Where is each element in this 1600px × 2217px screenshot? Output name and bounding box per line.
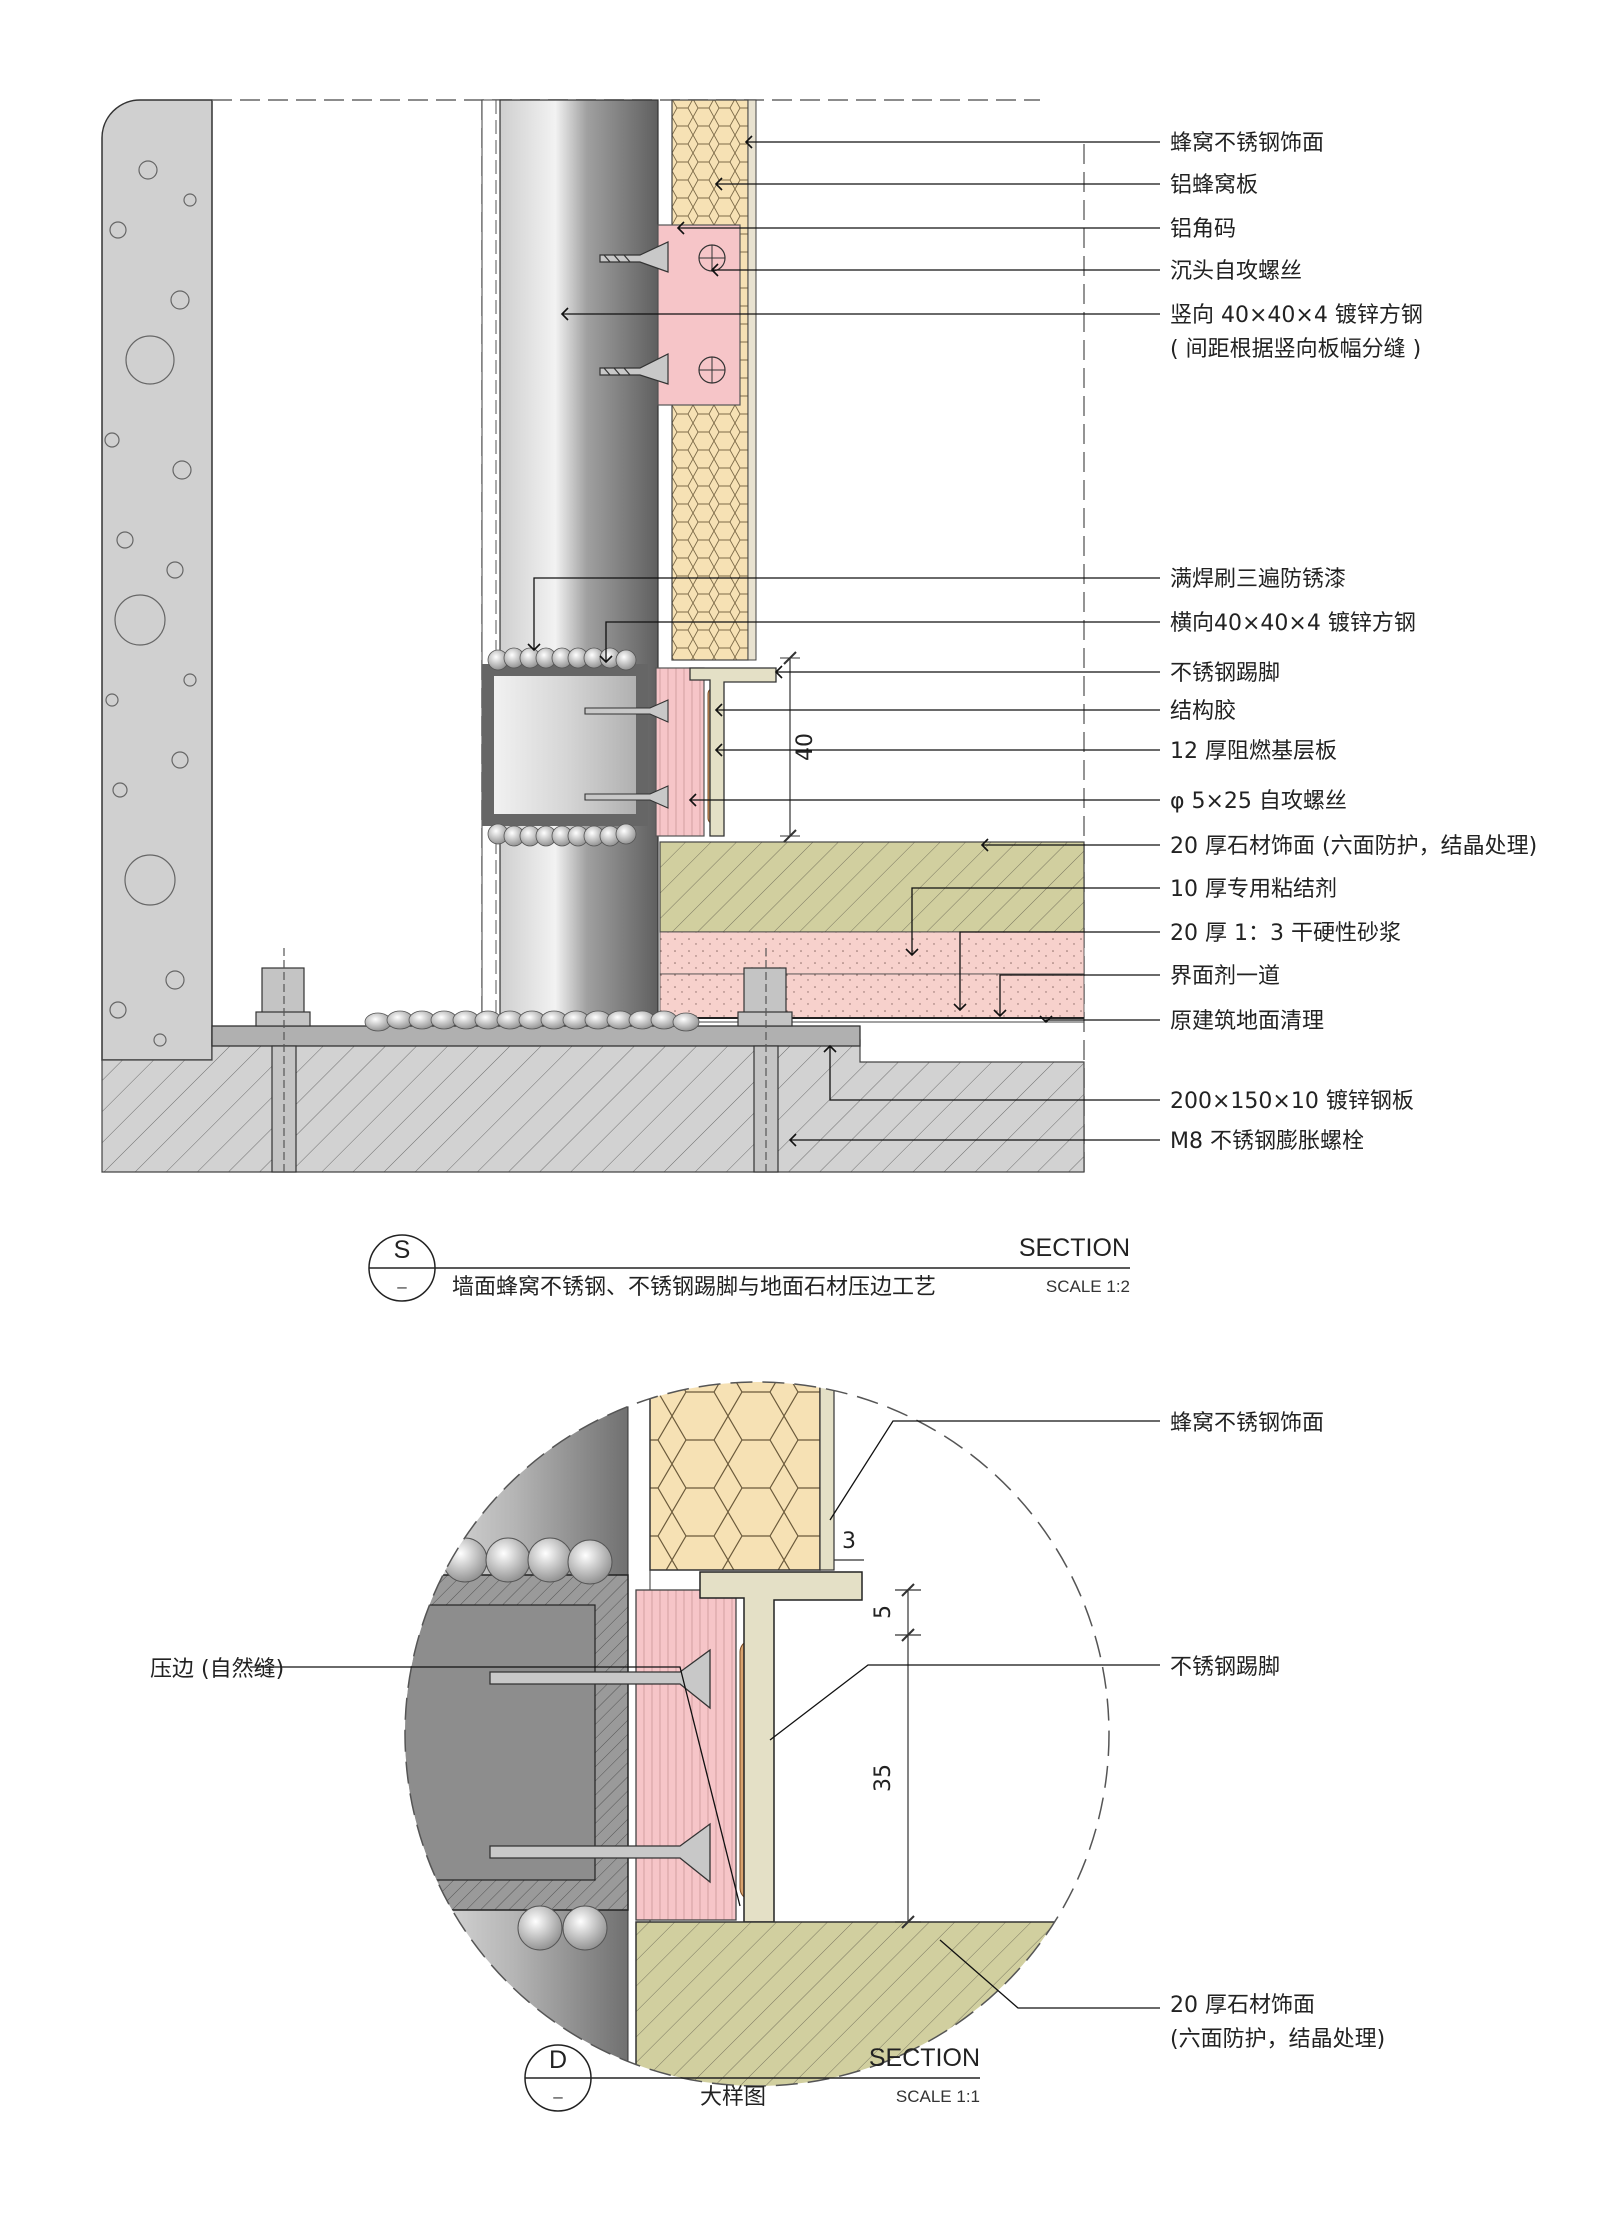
symbol-s-sub: – [397, 1277, 407, 1296]
floor-layers [659, 841, 1085, 1023]
section-s-title-cn: 墙面蜂窝不锈钢、不锈钢踢脚与地面石材压边工艺 [452, 1275, 936, 1300]
section-s-title-en: SECTION [1019, 1234, 1130, 1262]
vertical-steel-tube [481, 99, 659, 1036]
section-d-title-cn: 大样图 [700, 2085, 766, 2110]
label-base-board: 12 厚阻燃基层板 [1170, 739, 1337, 764]
aluminium-angle [657, 224, 741, 406]
base-board [655, 667, 705, 837]
label-d-stone-2: (六面防护，结晶处理) [1170, 2027, 1385, 2052]
dim-5-label: 5 [871, 1605, 896, 1619]
self-tapping-screws [584, 699, 669, 809]
dim-35-label: 35 [871, 1764, 896, 1792]
label-vertical-steel: 竖向 40×40×4 镀锌方钢 [1170, 303, 1423, 328]
label-horizontal-steel: 横向40×40×4 镀锌方钢 [1170, 611, 1416, 636]
section-d-drawing: 3 5 35 压边 (自然缝) 蜂窝不锈钢饰面 不锈钢踢脚 20 厚石材饰面 (… [150, 1381, 1385, 2087]
label-self-tapping-screw: φ 5×25 自攻螺丝 [1170, 789, 1347, 814]
symbol-d: D [549, 2046, 567, 2074]
label-expansion-bolt: M8 不锈钢膨胀螺栓 [1170, 1129, 1364, 1154]
leader-arrow-ticks [527, 135, 1053, 1147]
label-d-honeycomb-finish: 蜂窝不锈钢饰面 [1170, 1411, 1324, 1436]
dim-40-label: 40 [793, 733, 818, 761]
galvanized-steel-plate [211, 1025, 861, 1047]
section-s-labels: 蜂窝不锈钢饰面 铝蜂窝板 铝角码 沉头自攻螺丝 竖向 40×40×4 镀锌方钢 … [1170, 131, 1537, 1154]
horizontal-steel-tube [482, 647, 648, 847]
dim-3-label: 3 [842, 1529, 856, 1554]
symbol-s: S [394, 1236, 411, 1264]
concrete-wall [101, 99, 213, 1061]
detail-leader-lines [250, 1420, 1160, 2009]
label-adhesive: 10 厚专用粘结剂 [1170, 877, 1337, 902]
label-weld-paint: 满焊刷三遍防锈漆 [1170, 567, 1346, 592]
label-mortar: 20 厚 1：3 干硬性砂浆 [1170, 921, 1401, 946]
section-d-title-en: SECTION [869, 2044, 980, 2072]
label-steel-plate: 200×150×10 镀锌钢板 [1170, 1089, 1414, 1114]
detail-dimensions [834, 1559, 921, 1929]
title-block-d: D – SECTION 大样图 SCALE 1:1 [524, 2044, 980, 2112]
label-aluminium-honeycomb: 铝蜂窝板 [1170, 173, 1258, 198]
label-stone-finish: 20 厚石材饰面 (六面防护，结晶处理) [1170, 834, 1537, 859]
countersunk-screws [599, 241, 669, 385]
label-stainless-skirting: 不锈钢踢脚 [1170, 661, 1280, 686]
section-s-scale: SCALE 1:2 [1046, 1277, 1130, 1296]
symbol-d-sub: – [553, 2087, 563, 2106]
section-d-scale: SCALE 1:1 [896, 2087, 980, 2106]
label-press-edge: 压边 (自然缝) [150, 1657, 284, 1682]
label-interface-agent: 界面剂一道 [1170, 964, 1280, 989]
label-aluminium-angle: 铝角码 [1170, 217, 1236, 242]
leader-lines [533, 141, 1160, 1141]
label-d-stone-1: 20 厚石材饰面 [1170, 1993, 1315, 2018]
expansion-bolts [255, 948, 793, 1173]
label-structural-glue: 结构胶 [1170, 699, 1236, 724]
label-honeycomb-finish: 蜂窝不锈钢饰面 [1170, 131, 1324, 156]
title-block-s: S – SECTION 墙面蜂窝不锈钢、不锈钢踢脚与地面石材压边工艺 SCALE… [368, 1234, 1130, 1302]
label-vertical-steel-note: ( 间距根据竖向板幅分缝 ) [1170, 337, 1421, 362]
ground-slab [101, 1010, 1085, 1173]
label-d-skirting: 不锈钢踢脚 [1170, 1655, 1280, 1680]
label-countersunk-screw: 沉头自攻螺丝 [1170, 259, 1302, 284]
label-floor-cleaning: 原建筑地面清理 [1170, 1009, 1324, 1034]
section-s-drawing: 40 [101, 99, 1537, 1173]
dimension-40: 40 [780, 651, 818, 843]
